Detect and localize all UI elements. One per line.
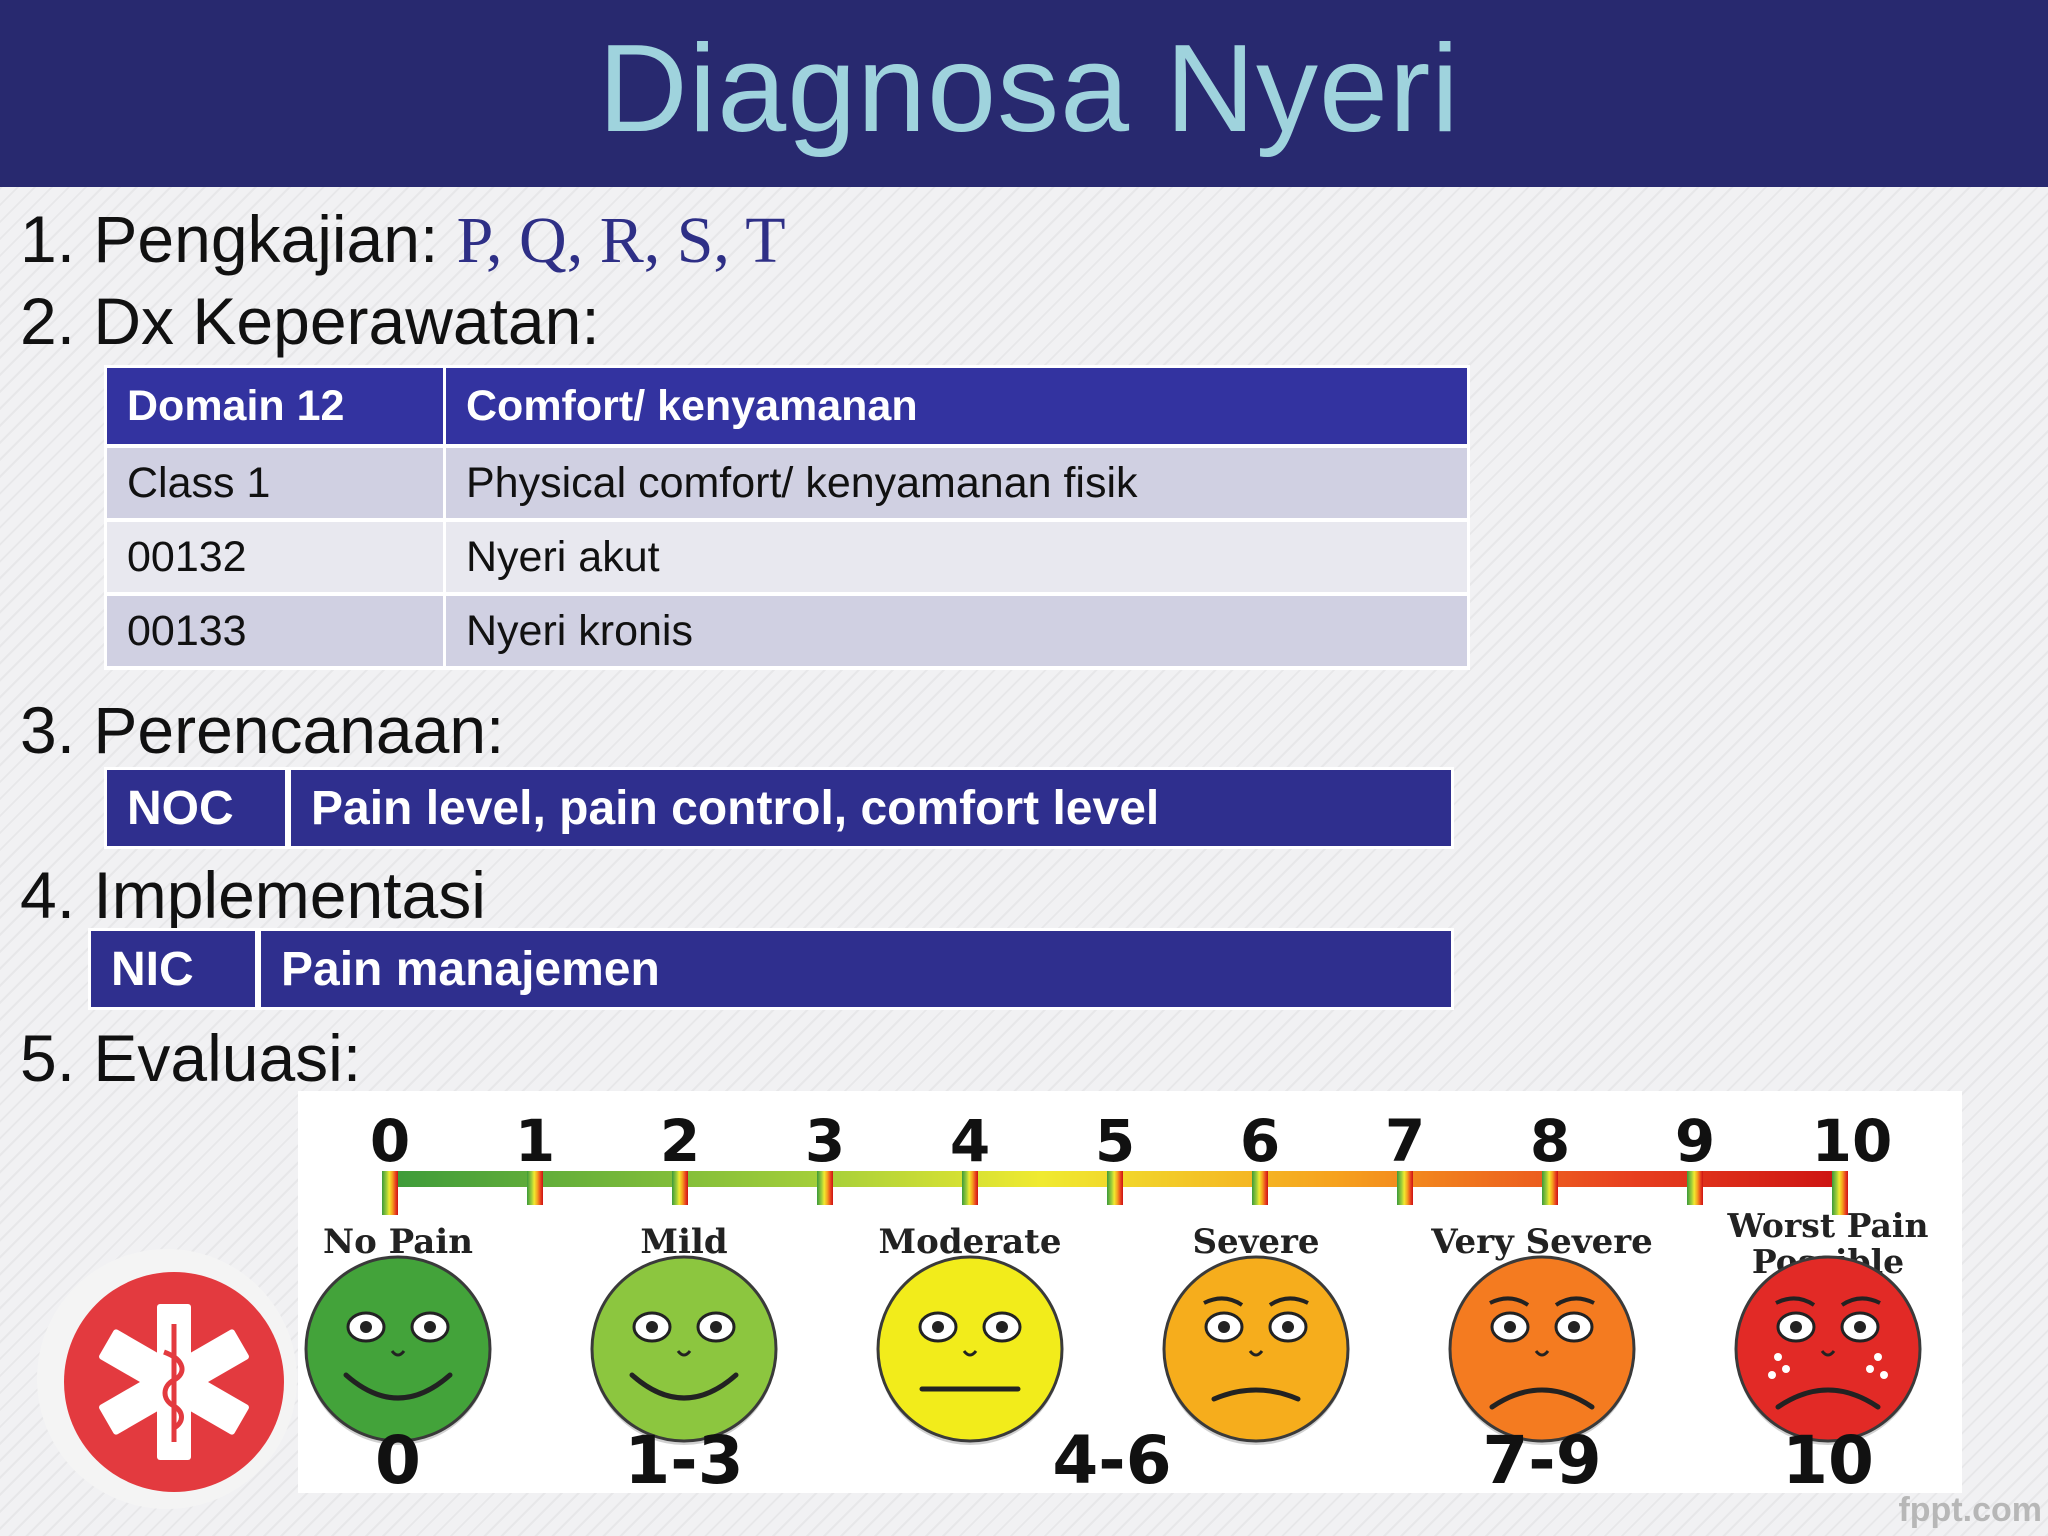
dx-header-comfort: Comfort/ kenyamanan — [446, 365, 1470, 448]
noc-label: NOC — [104, 767, 288, 849]
dx-cell-desc: Nyeri akut — [446, 522, 1470, 596]
face-label: Worst Pain — [1727, 1206, 1929, 1245]
face-label: Very Severe — [1430, 1222, 1653, 1262]
face-icon — [876, 1255, 1064, 1443]
scale-number: 2 — [660, 1107, 700, 1175]
scale-tick — [962, 1171, 978, 1205]
scale-tick — [672, 1171, 688, 1205]
table-row: Class 1 Physical comfort/ kenyamanan fis… — [104, 448, 1470, 522]
scale-number: 6 — [1240, 1107, 1280, 1175]
face-range: 10 — [1782, 1422, 1874, 1493]
medical-star-logo — [34, 1246, 300, 1512]
scale-number: 5 — [1095, 1107, 1135, 1175]
scale-tick — [1542, 1171, 1558, 1205]
dx-cell-code: 00132 — [104, 522, 446, 596]
face-icon — [1448, 1255, 1636, 1443]
slide-title: Diagnosa Nyeri — [598, 19, 1460, 158]
scale-number: 7 — [1385, 1107, 1425, 1175]
heading-dx-keperawatan: 2. Dx Keperawatan: — [20, 284, 600, 358]
heading-perencanaan: 3. Perencanaan: — [20, 693, 505, 767]
scale-tick — [1397, 1171, 1413, 1205]
pain-face-0: No Pain 0 — [304, 1222, 492, 1499]
scale-tick — [1687, 1171, 1703, 1205]
face-range: 0 — [375, 1422, 421, 1493]
scale-number: 9 — [1675, 1107, 1715, 1175]
heading-pengkajian: 1. Pengkajian: P, Q, R, S, T — [20, 206, 786, 274]
pqrst-items: P, Q, R, S, T — [456, 204, 786, 277]
scale-number: 10 — [1812, 1107, 1893, 1175]
heading-pengkajian-label: 1. Pengkajian: — [20, 202, 457, 276]
scale-number: 8 — [1530, 1107, 1570, 1175]
dx-cell-desc: Nyeri kronis — [446, 596, 1470, 670]
nic-value: Pain manajemen — [258, 928, 1454, 1010]
face-range: 1-3 — [624, 1422, 743, 1493]
face-range: 4-6 — [1052, 1422, 1171, 1493]
scale-tick — [382, 1171, 398, 1215]
scale-tick — [817, 1171, 833, 1205]
pain-face-3: Severe — [1162, 1222, 1350, 1445]
face-label: Mild — [640, 1222, 727, 1262]
scale-number: 4 — [950, 1107, 990, 1175]
table-row: 00133 Nyeri kronis — [104, 596, 1470, 670]
heading-evaluasi: 5. Evaluasi: — [20, 1021, 362, 1095]
scale-tick — [527, 1171, 543, 1205]
pain-face-1: Mild 1-3 — [590, 1222, 778, 1499]
dx-table: Domain 12 Comfort/ kenyamanan Class 1 Ph… — [104, 365, 1470, 670]
nic-label: NIC — [88, 928, 258, 1010]
watermark: fppt.com — [1898, 1491, 2042, 1529]
face-icon — [304, 1255, 492, 1443]
face-label: Moderate — [879, 1222, 1062, 1262]
face-label: Severe — [1192, 1222, 1319, 1262]
pain-face-5: Worst PainPossible10 — [1727, 1206, 1929, 1499]
scale-number: 0 — [370, 1107, 410, 1175]
face-icon — [1734, 1255, 1922, 1443]
scale-tick — [1832, 1171, 1848, 1215]
noc-bar: NOC Pain level, pain control, comfort le… — [104, 767, 1454, 849]
scale-number: 3 — [805, 1107, 845, 1175]
dx-table-header: Domain 12 Comfort/ kenyamanan — [104, 365, 1470, 448]
face-icon — [1162, 1255, 1350, 1443]
scale-number: 1 — [515, 1107, 555, 1175]
nic-bar: NIC Pain manajemen — [88, 928, 1454, 1010]
title-bar: Diagnosa Nyeri — [0, 0, 2048, 187]
face-range: 7-9 — [1482, 1422, 1601, 1493]
dx-cell-code: Class 1 — [104, 448, 446, 522]
face-label: No Pain — [323, 1222, 473, 1262]
table-row: 00132 Nyeri akut — [104, 522, 1470, 596]
pain-face-2: Moderate 4-6 — [876, 1222, 1172, 1499]
dx-cell-desc: Physical comfort/ kenyamanan fisik — [446, 448, 1470, 522]
pain-face-4: Very Severe 7-9 — [1430, 1222, 1653, 1499]
scale-tick — [1252, 1171, 1268, 1205]
scale-tick — [1107, 1171, 1123, 1205]
dx-header-domain: Domain 12 — [104, 365, 446, 448]
face-icon — [590, 1255, 778, 1443]
noc-value: Pain level, pain control, comfort level — [288, 767, 1454, 849]
dx-cell-code: 00133 — [104, 596, 446, 670]
heading-implementasi: 4. Implementasi — [20, 858, 486, 932]
